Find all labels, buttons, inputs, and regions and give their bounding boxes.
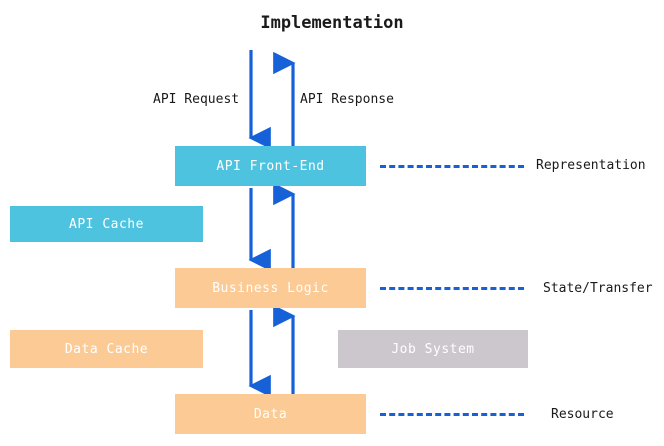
side-label-resource: Resource — [551, 407, 614, 422]
side-label-state-transfer: State/Transfer — [543, 281, 653, 296]
page-title: Implementation — [260, 13, 404, 33]
box-job-system[interactable]: Job System — [338, 330, 528, 368]
box-label-job-system: Job System — [391, 341, 475, 357]
dashed-line-state-transfer — [380, 287, 524, 290]
side-label-representation: Representation — [536, 158, 646, 173]
box-label-api-cache: API Cache — [69, 216, 144, 232]
dashed-line-representation — [380, 165, 524, 168]
box-label-business-logic: Business Logic — [212, 280, 329, 296]
box-data[interactable]: Data — [175, 394, 366, 434]
flow-label-api-request: API Request — [153, 92, 240, 107]
box-business-logic[interactable]: Business Logic — [175, 268, 366, 308]
box-data-cache[interactable]: Data Cache — [10, 330, 203, 368]
box-api-cache[interactable]: API Cache — [10, 206, 203, 242]
dashed-line-resource — [380, 413, 524, 416]
box-label-data-cache: Data Cache — [64, 341, 149, 357]
box-label-data: Data — [253, 406, 288, 422]
flow-label-api-response: API Response — [300, 92, 394, 107]
box-api-front-end[interactable]: API Front-End — [175, 146, 366, 186]
box-label-api-front-end: API Front-End — [216, 158, 325, 174]
